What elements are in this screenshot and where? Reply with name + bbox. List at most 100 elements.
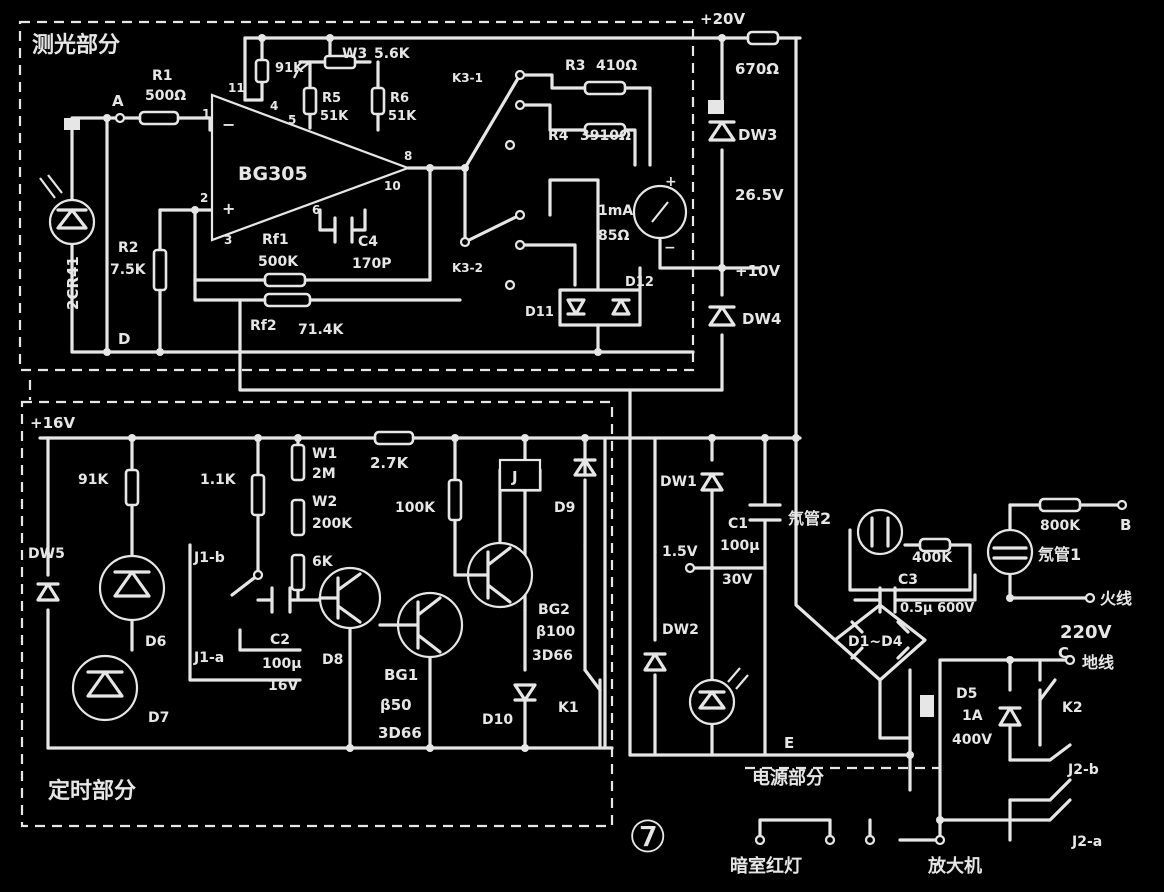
rf1	[263, 272, 307, 288]
bg1-leads	[378, 596, 442, 654]
w-k3-2-1	[548, 178, 600, 292]
w-k1	[583, 543, 602, 750]
node-e-label: E	[784, 734, 794, 752]
c1-value: 100μ	[720, 538, 760, 554]
w3-value: 5.6K	[374, 46, 411, 62]
neon-tube-2-electrodes	[870, 516, 890, 548]
j2-a-label: J2-a	[1071, 834, 1102, 850]
w-j2-b	[1008, 743, 1072, 802]
marker-block-1	[708, 100, 724, 114]
d10	[513, 683, 537, 702]
d5-voltage: 400V	[952, 732, 992, 748]
d5-label: D5	[956, 686, 977, 702]
c4-value: 170P	[352, 256, 391, 272]
c4	[333, 216, 354, 244]
node-a	[114, 112, 126, 124]
r1-value: 500Ω	[145, 88, 186, 104]
pin-6: 6	[312, 203, 320, 217]
terminal-neutral	[1064, 654, 1076, 666]
d9	[573, 458, 597, 477]
bg1-label: BG1	[384, 666, 418, 684]
c1-label: C1	[728, 516, 748, 532]
figure-number: ⑦	[628, 812, 667, 863]
pin-4: 4	[270, 99, 278, 113]
w-r5r6	[308, 60, 380, 132]
dw3-label: DW3	[738, 126, 777, 144]
w-meter-neg	[658, 238, 695, 270]
live-wire-label: 火线	[1100, 589, 1132, 608]
meter-needle	[651, 201, 669, 223]
k2-switch	[1038, 678, 1057, 702]
k3-2-label: K3-2	[452, 261, 483, 275]
r4-label: R4	[548, 128, 569, 144]
meter-rating: 1mA	[598, 203, 633, 219]
c4-label: C4	[358, 234, 378, 250]
r-670	[746, 30, 780, 46]
d6-diode	[113, 570, 151, 598]
k3-2-blade	[463, 213, 522, 244]
w1-value: 2M	[312, 466, 336, 482]
c3-label: C3	[898, 572, 918, 588]
terminal-enlarger-2	[934, 834, 946, 846]
d7-label: D7	[148, 710, 169, 726]
k1-label: K1	[558, 700, 579, 716]
relay-label: J	[511, 468, 518, 486]
r-91k	[254, 58, 270, 84]
w-k3-2-2	[518, 243, 577, 287]
w3	[323, 54, 357, 70]
opamp-symbol	[210, 93, 412, 242]
c3-value: 0.5μ 600V	[900, 601, 974, 616]
r-800k-label: 800K	[1040, 518, 1081, 534]
neutral-wire-label: 地线	[1082, 653, 1114, 672]
r-91k-timer	[124, 468, 140, 507]
w-j1-a	[238, 628, 302, 652]
k3-2-contact-1	[514, 209, 526, 221]
terminal-live	[1084, 592, 1096, 604]
terminal-lamp-2	[824, 834, 836, 846]
bg2-type: 3D66	[532, 648, 573, 664]
d6-label: D6	[145, 634, 166, 650]
d12-label: D12	[625, 275, 654, 290]
neon-tube-1-electrodes	[992, 546, 1028, 560]
safelight-label: 暗室红灯	[730, 855, 802, 877]
rf2	[263, 292, 312, 308]
r-100k	[447, 478, 463, 522]
w-j1	[188, 543, 302, 682]
r3-label: R3	[565, 58, 586, 74]
voltage-220v: 220V	[1060, 622, 1112, 643]
opamp-minus: −	[222, 115, 235, 134]
dw2-label: DW2	[662, 622, 699, 638]
pin-10: 10	[384, 179, 401, 193]
photodiode-diode	[56, 208, 88, 230]
voltage-20v: +20V	[700, 10, 745, 28]
w2	[290, 498, 306, 537]
w-lamp	[758, 818, 832, 842]
d5	[998, 706, 1022, 727]
w-c4	[318, 208, 367, 232]
meter-minus: −	[664, 240, 676, 256]
rf1-value: 500K	[258, 254, 299, 270]
r2-label: R2	[118, 240, 139, 256]
neon1-label: 氖管1	[1037, 545, 1081, 564]
r5-label: R5	[322, 91, 341, 106]
k3-2-common	[459, 236, 471, 248]
meter-plus: +	[665, 174, 677, 190]
c2-value: 100μ	[262, 656, 302, 672]
c3	[878, 586, 897, 614]
rf2-label: Rf2	[250, 318, 277, 334]
r6	[370, 86, 386, 116]
w-r1	[118, 116, 230, 132]
r-400k	[918, 537, 952, 553]
k3-1-contact-3	[504, 139, 516, 151]
r-2k7-label: 2.7K	[370, 454, 410, 472]
indicator-led-diode	[698, 690, 726, 710]
bg1-type: 3D66	[378, 724, 422, 742]
r-100k-label: 100K	[395, 500, 436, 516]
r-1k1	[250, 473, 266, 517]
d11-label: D11	[525, 305, 554, 320]
power-section-title: 电源部分	[752, 767, 824, 789]
w-c3	[853, 573, 977, 602]
node-d-label: D	[118, 330, 130, 348]
voltage-16v: +16V	[30, 414, 75, 432]
